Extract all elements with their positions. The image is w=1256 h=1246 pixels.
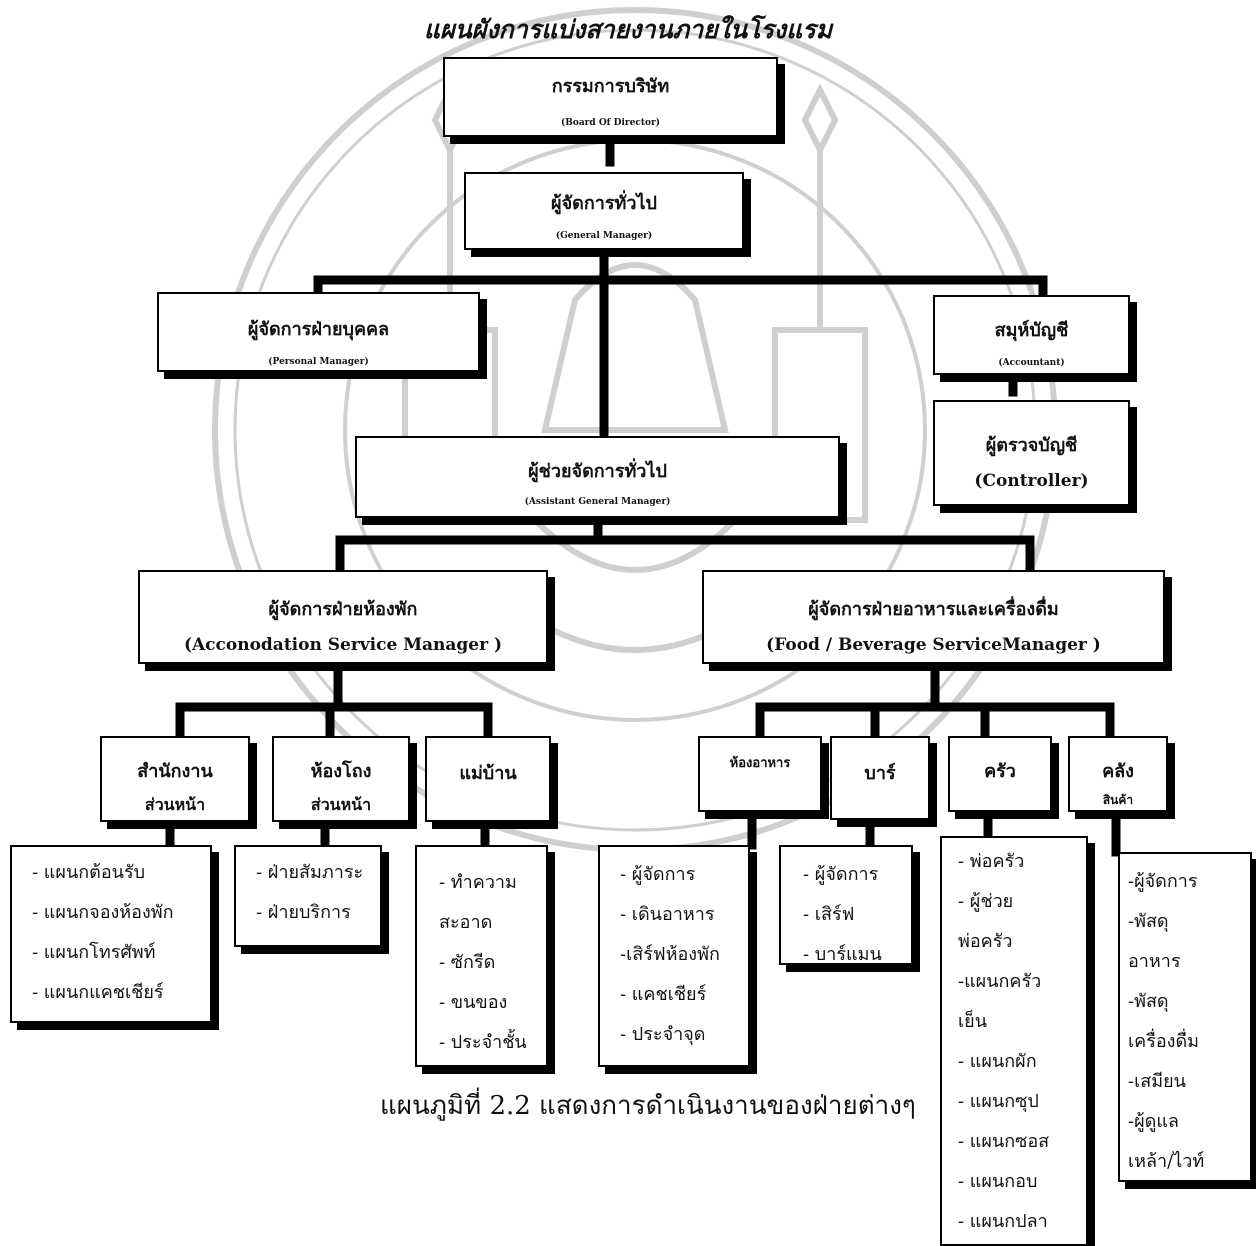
store-box: คลัง สินค้า: [1068, 736, 1168, 812]
controller-th: ผู้ตรวจบัญชี: [985, 435, 1078, 456]
board-en: (Board Of Director): [560, 118, 661, 128]
list-item: - บาร์แมน: [803, 944, 882, 965]
list-item: -ผู้จัดการ: [1128, 871, 1198, 892]
front-hall-l1: ห้องโถง: [310, 761, 372, 782]
agm-en: (Assistant General Manager): [524, 497, 671, 507]
list-item: - พ่อครัว: [958, 851, 1025, 872]
fnb-manager-box: ผู้จัดการฝ่ายอาหารและเครื่องดื่ม (Food /…: [702, 570, 1165, 664]
list-item: - ขนของ: [439, 992, 508, 1013]
list-item: - ประจำชั้น: [439, 1032, 527, 1053]
list-item: -พัสดุ: [1128, 911, 1169, 932]
restaurant-l1: ห้องอาหาร: [729, 756, 791, 771]
list-item: - แผนกแคชเชียร์: [32, 982, 164, 1003]
front-office-l2: ส่วนหน้า: [144, 795, 206, 814]
restaurant-list: - ผู้จัดการ - เดินอาหาร -เสิร์ฟห้องพัก -…: [598, 845, 750, 1067]
list-item: - แผนกอบ: [958, 1171, 1038, 1192]
list-item: - เสิร์ฟ: [803, 904, 855, 925]
kitchen-list: - พ่อครัว - ผู้ช่วย พ่อครัว -แผนกครัว เย…: [940, 836, 1088, 1246]
front-hall-l2: ส่วนหน้า: [310, 795, 372, 814]
list-item: - แผนกจองห้องพัก: [32, 902, 174, 923]
personnel-th: ผู้จัดการฝ่ายบุคคล: [247, 319, 390, 340]
chart-title: แผนผังการแบ่งสายงานภายในโรงแรม: [423, 15, 833, 44]
list-item: -ผู้ดูแล: [1128, 1111, 1179, 1132]
personnel-en: (Personal Manager): [268, 357, 369, 367]
controller-box: ผู้ตรวจบัญชี (Controller): [933, 400, 1130, 506]
front-office-box: สำนักงาน ส่วนหน้า: [100, 736, 250, 822]
list-item: - ผู้จัดการ: [620, 864, 696, 885]
list-item: -เสิร์ฟห้องพัก: [620, 944, 720, 965]
list-item: - ผู้จัดการ: [803, 864, 879, 885]
store-list: -ผู้จัดการ -พัสดุ อาหาร -พัสดุ เครื่องดื…: [1118, 852, 1252, 1182]
list-item: - แผนกต้อนรับ: [32, 862, 146, 883]
list-item: - ซักรีด: [439, 952, 496, 973]
list-item: - ทำความ: [439, 872, 517, 893]
kitchen-l1: ครัว: [984, 761, 1016, 782]
list-item: -พัสดุ: [1128, 991, 1169, 1012]
general-manager-box: ผู้จัดการทั่วไป (General Manager): [464, 172, 744, 250]
kitchen-box: ครัว: [948, 736, 1052, 812]
housekeeping-box: แม่บ้าน: [425, 736, 551, 822]
front-hall-box: ห้องโถง ส่วนหน้า: [272, 736, 410, 822]
list-item: - แผนกซอส: [958, 1131, 1050, 1152]
list-item: - แผนกปลา: [958, 1211, 1048, 1232]
front-office-l1: สำนักงาน: [137, 761, 213, 782]
accountant-box: สมุห์บัญชี (Accountant): [933, 295, 1130, 375]
accommodation-th: ผู้จัดการฝ่ายห้องพัก: [268, 599, 418, 620]
restaurant-box: ห้องอาหาร: [698, 736, 822, 812]
controller-en: (Controller): [974, 471, 1089, 491]
store-l1: คลัง: [1102, 761, 1134, 782]
bar-list: - ผู้จัดการ - เสิร์ฟ - บาร์แมน: [779, 845, 913, 965]
accountant-th: สมุห์บัญชี: [994, 320, 1069, 341]
list-item: - ผู้ช่วย: [958, 891, 1014, 912]
front-hall-list: - ฝ่ายสัมภาระ - ฝ่ายบริการ: [234, 845, 382, 947]
board-of-director-box: กรรมการบริษัท (Board Of Director): [443, 57, 778, 137]
list-item: สะอาด: [439, 912, 493, 933]
list-item: -เสมียน: [1128, 1071, 1186, 1092]
list-item: - เดินอาหาร: [620, 904, 715, 925]
gm-th: ผู้จัดการทั่วไป: [551, 193, 657, 214]
agm-th: ผู้ช่วยจัดการทั่วไป: [528, 461, 667, 482]
list-item: - ประจำจุด: [620, 1024, 706, 1045]
list-item: เครื่องดื่ม: [1128, 1031, 1200, 1052]
personnel-manager-box: ผู้จัดการฝ่ายบุคคล (Personal Manager): [157, 292, 480, 372]
assistant-gm-box: ผู้ช่วยจัดการทั่วไป (Assistant General M…: [355, 436, 840, 518]
fnb-th: ผู้จัดการฝ่ายอาหารและเครื่องดื่ม: [808, 599, 1059, 620]
list-item: - แผนกผัก: [958, 1051, 1037, 1072]
accommodation-manager-box: ผู้จัดการฝ่ายห้องพัก (Acconodation Servi…: [138, 570, 548, 664]
list-item: เย็น: [958, 1011, 988, 1032]
bar-l1: บาร์: [864, 763, 896, 784]
list-item: - ฝ่ายบริการ: [256, 902, 351, 923]
store-l2: สินค้า: [1102, 793, 1134, 807]
bar-box: บาร์: [830, 736, 930, 820]
list-item: - แคชเชียร์: [620, 984, 707, 1005]
front-office-list: - แผนกต้อนรับ - แผนกจองห้องพัก - แผนกโทร…: [10, 845, 212, 1023]
accountant-en: (Accountant): [998, 358, 1065, 368]
list-item: - แผนกซุป: [958, 1091, 1039, 1112]
fnb-en: (Food / Beverage ServiceManager ): [766, 635, 1101, 655]
list-item: - ฝ่ายสัมภาระ: [256, 862, 364, 883]
list-item: เหล้า/ไวท์: [1128, 1151, 1205, 1172]
list-item: -แผนกครัว: [958, 971, 1042, 992]
board-th: กรรมการบริษัท: [551, 76, 670, 97]
housekeeping-l1: แม่บ้าน: [459, 763, 517, 784]
accommodation-en: (Acconodation Service Manager ): [183, 635, 503, 655]
gm-en: (General Manager): [555, 231, 653, 241]
figure-caption: แผนภูมิที่ 2.2 แสดงการดำเนินงานของฝ่ายต่…: [380, 1091, 916, 1121]
housekeeping-list: - ทำความ สะอาด - ซักรีด - ขนของ - ประจำช…: [415, 845, 548, 1067]
list-item: - แผนกโทรศัพท์: [32, 942, 156, 963]
list-item: อาหาร: [1128, 951, 1181, 972]
list-item: พ่อครัว: [958, 931, 1013, 952]
